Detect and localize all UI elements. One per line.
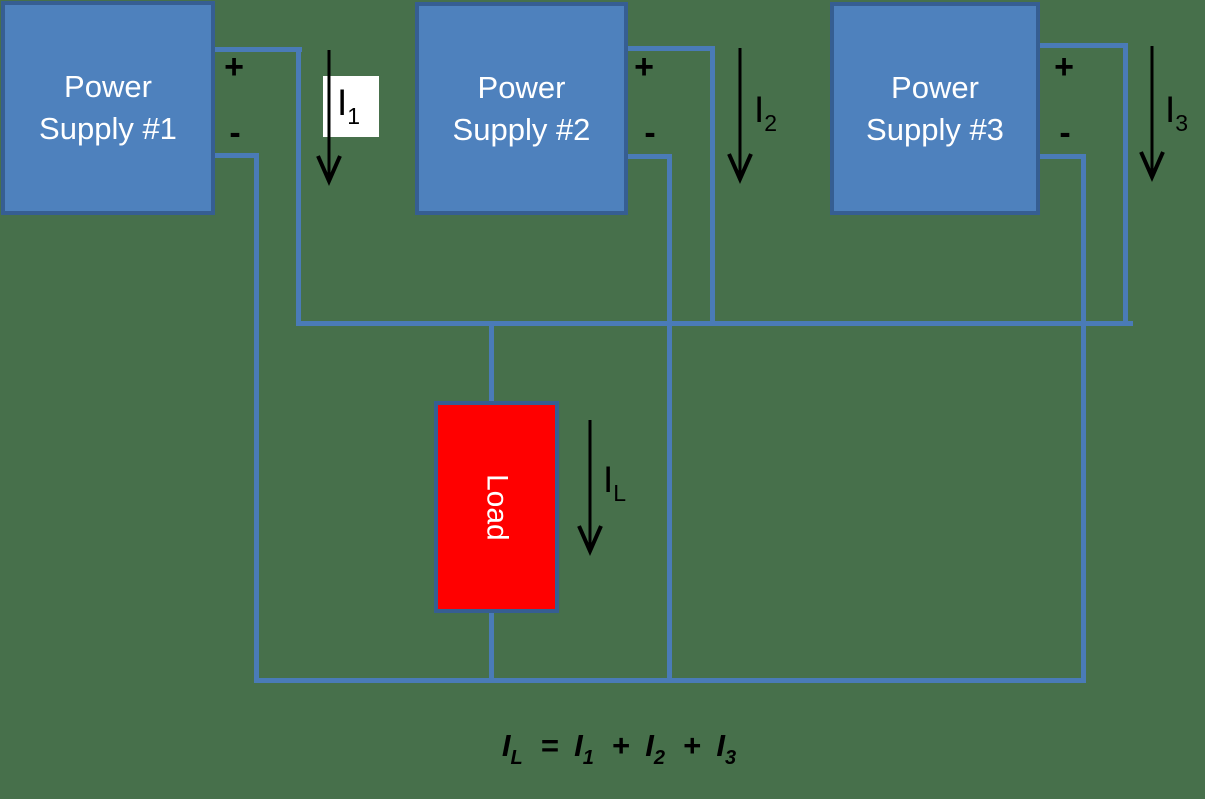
- i1-symbol: I: [337, 82, 348, 123]
- power-supply-2-label: Power Supply #2: [453, 67, 591, 151]
- equation-term3-symbol: I: [716, 728, 725, 763]
- il-subscript: L: [613, 480, 627, 506]
- power-supply-3-label-line1: Power: [891, 69, 979, 105]
- power-supply-2-label-line1: Power: [477, 69, 566, 105]
- wire-ps3-positive-vertical: [1123, 43, 1128, 326]
- i2-subscript: 2: [764, 110, 778, 136]
- ps2-minus-terminal-label: -: [644, 114, 656, 152]
- wire-ps1-negative-horizontal: [212, 153, 259, 158]
- equation-term1-subscript: 1: [582, 747, 594, 769]
- load-label: Load: [480, 473, 514, 541]
- equation-term1-symbol: I: [574, 728, 583, 763]
- wire-positive-bus: [296, 321, 1133, 326]
- current-sum-equation: IL = I1 + I2 + I3: [420, 728, 820, 768]
- wire-ps1-negative-vertical: [254, 153, 259, 683]
- wire-ps1-positive-horizontal: [212, 47, 302, 52]
- power-supply-1-label: Power Supply #1: [39, 66, 177, 150]
- equation-lhs-symbol: I: [501, 728, 511, 763]
- wire-ps2-positive-vertical: [710, 46, 715, 326]
- i1-label-background: [323, 76, 379, 137]
- power-supply-2-box: Power Supply #2: [415, 2, 628, 215]
- i3-symbol: I: [1165, 89, 1176, 130]
- equation-equals-sign: =: [540, 728, 559, 763]
- wire-ps3-negative-horizontal: [1032, 154, 1086, 159]
- equation-plus-sign-2: +: [682, 728, 701, 763]
- current-arrow-i3-icon: [1139, 46, 1165, 182]
- ps1-minus-terminal-label: -: [229, 114, 241, 152]
- current-arrow-i1-icon: [316, 50, 342, 186]
- wire-load-feed: [489, 324, 494, 404]
- power-supply-2-label-line2: Supply #2: [452, 111, 591, 147]
- equation-term3-subscript: 3: [724, 747, 737, 769]
- current-arrow-il-icon: [577, 420, 603, 556]
- power-supply-1-label-line2: Supply #1: [39, 111, 177, 146]
- ps2-plus-terminal-label: +: [634, 48, 654, 86]
- current-label-i1: I1: [337, 82, 360, 128]
- ps1-plus-terminal-label: +: [224, 48, 244, 86]
- i3-subscript: 3: [1175, 110, 1189, 136]
- ps3-minus-terminal-label: -: [1059, 114, 1071, 152]
- power-supply-1-label-line1: Power: [64, 69, 152, 104]
- equation-lhs-subscript: L: [510, 747, 523, 769]
- power-supply-3-label-line2: Supply #3: [866, 111, 1004, 147]
- power-supply-1-box: Power Supply #1: [1, 1, 215, 215]
- current-label-il: IL: [603, 459, 626, 505]
- wire-ps2-positive-horizontal: [625, 46, 715, 51]
- power-supply-3-box: Power Supply #3: [830, 2, 1040, 215]
- wire-ps2-negative-vertical: [667, 154, 672, 683]
- wire-ps1-positive-vertical: [296, 47, 301, 326]
- equation-term2-symbol: I: [645, 728, 654, 763]
- load-box: Load: [434, 401, 559, 613]
- equation-term2-subscript: 2: [653, 747, 665, 769]
- current-arrow-i2-icon: [727, 48, 753, 184]
- i1-subscript: 1: [347, 103, 361, 129]
- power-supply-3-label: Power Supply #3: [866, 67, 1004, 151]
- il-symbol: I: [603, 459, 614, 500]
- wire-ps2-negative-horizontal: [620, 154, 672, 159]
- current-label-i3: I3: [1165, 89, 1188, 135]
- current-label-i2: I2: [754, 89, 777, 135]
- ps3-plus-terminal-label: +: [1054, 48, 1074, 86]
- i2-symbol: I: [754, 89, 765, 130]
- wire-negative-bus: [254, 678, 1086, 683]
- wire-ps3-positive-horizontal: [1037, 43, 1128, 48]
- equation-plus-sign-1: +: [611, 728, 630, 763]
- wire-load-return: [489, 610, 494, 683]
- wire-ps3-negative-vertical: [1081, 154, 1086, 683]
